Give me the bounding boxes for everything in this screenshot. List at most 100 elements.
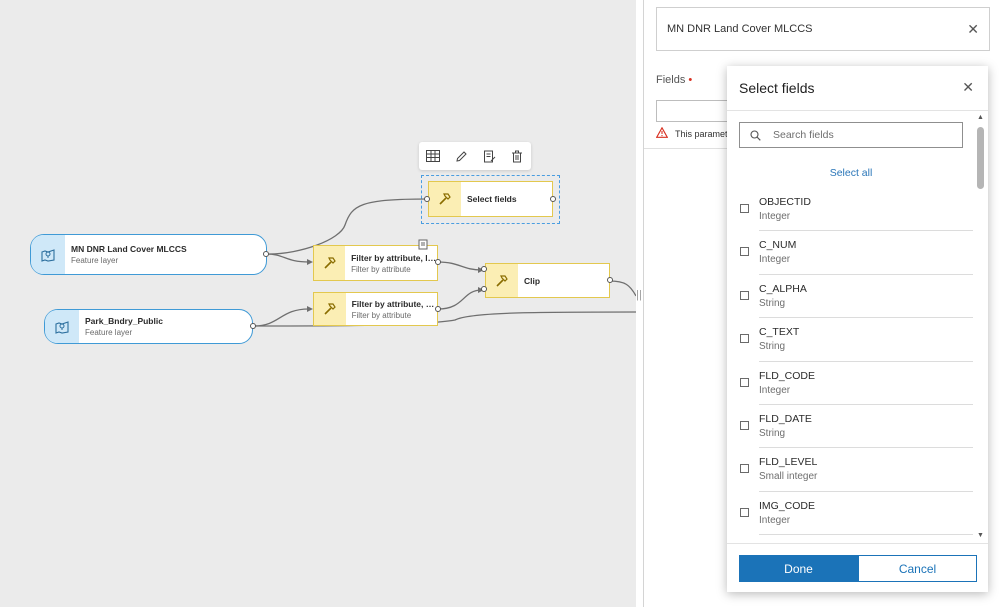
field-item[interactable]: C_ALPHA String — [727, 275, 977, 319]
field-item[interactable]: IMG_CODE Integer — [727, 492, 977, 536]
field-name: OBJECTID — [759, 196, 811, 208]
output-port[interactable] — [263, 251, 269, 257]
field-type: String — [759, 341, 786, 353]
field-name: FLD_CODE — [759, 369, 816, 382]
node-title: Clip — [524, 275, 541, 286]
field-type: Integer — [759, 254, 791, 266]
node-title: Select fields — [467, 194, 517, 204]
checkbox[interactable] — [740, 290, 749, 300]
output-port[interactable] — [435, 306, 441, 312]
field-name: IMG_CODE — [759, 499, 816, 512]
hammer-icon — [486, 264, 518, 297]
field-name: C_TEXT — [759, 326, 800, 339]
divider — [759, 447, 973, 449]
hammer-icon — [314, 293, 346, 325]
node-toolbar — [419, 142, 531, 170]
notes-icon[interactable] — [478, 145, 500, 167]
input-layer-chip[interactable]: MN DNR Land Cover MLCCS ✕ — [656, 7, 990, 51]
field-type: Integer — [759, 384, 791, 396]
search-icon — [750, 129, 761, 141]
node-subtitle: Feature layer — [71, 256, 119, 265]
scrollbar[interactable]: ▲ ▼ — [976, 114, 985, 544]
checkbox[interactable] — [740, 420, 749, 430]
close-icon[interactable]: ✕ — [962, 79, 974, 95]
node-filter-by-attribute-2[interactable]: Filter by attribute, p... Filter by attr… — [313, 292, 438, 326]
popover-footer: Done Cancel — [727, 543, 988, 593]
field-type: Integer — [759, 514, 791, 526]
node-park-layer[interactable]: Park_Bndry_Public Feature layer — [44, 309, 253, 344]
field-item[interactable]: FLD_DATE String — [727, 405, 977, 449]
output-port[interactable] — [435, 259, 441, 265]
popover-header: Select fields ✕ — [727, 66, 988, 111]
node-subtitle: Filter by attribute — [351, 310, 412, 320]
table-icon[interactable] — [422, 145, 444, 167]
field-type: String — [759, 297, 786, 309]
input-port[interactable] — [424, 196, 430, 202]
divider — [644, 148, 729, 149]
done-button[interactable]: Done — [739, 555, 858, 582]
fields-label: Fields• — [656, 74, 693, 86]
fields-list: OBJECTID Integer C_NUM Integer C_ALPHA S… — [727, 188, 977, 543]
divider — [759, 230, 973, 232]
field-item[interactable]: FLD_LEVEL Small integer — [727, 448, 977, 492]
selection-outline — [421, 175, 560, 224]
divider — [759, 360, 973, 362]
node-subtitle: Filter by attribute — [351, 264, 411, 274]
output-port[interactable] — [607, 277, 613, 283]
field-name: FLD_LEVEL — [759, 456, 818, 469]
checkbox[interactable] — [740, 204, 749, 213]
field-name: C_NUM — [759, 239, 797, 252]
select-all-link[interactable]: Select all — [829, 167, 873, 179]
model-canvas[interactable]: MN DNR Land Cover MLCCS Feature layer Pa… — [0, 0, 636, 607]
trash-icon[interactable] — [506, 145, 528, 167]
node-filter-by-attribute-1[interactable]: Filter by attribute, la... Filter by att… — [313, 245, 438, 281]
search-input[interactable] — [771, 128, 945, 142]
validation-message: This paramet — [655, 126, 728, 140]
node-clip[interactable]: Clip — [485, 263, 610, 298]
field-item[interactable]: C_NUM Integer — [727, 231, 977, 275]
cancel-button[interactable]: Cancel — [858, 555, 977, 582]
pencil-icon[interactable] — [450, 145, 472, 167]
node-title: Filter by attribute, p... — [351, 298, 437, 309]
field-item[interactable]: FLD_CODE Integer — [727, 362, 977, 405]
field-item[interactable]: C_TEXT String — [727, 318, 977, 362]
close-icon[interactable]: ✕ — [967, 21, 979, 37]
node-title: Filter by attribute, la... — [351, 252, 437, 263]
field-name: FLD_DATE — [759, 412, 812, 425]
divider — [759, 317, 973, 319]
node-select-fields[interactable]: Select fields — [428, 181, 553, 217]
scrollbar-thumb[interactable] — [977, 127, 984, 189]
input-port[interactable] — [481, 286, 487, 292]
checkbox[interactable] — [740, 507, 749, 517]
hammer-icon — [314, 246, 346, 280]
search-box[interactable] — [739, 122, 963, 148]
checkbox[interactable] — [740, 247, 749, 257]
node-title: MN DNR Land Cover MLCCS — [71, 244, 187, 254]
panel-resize-handle[interactable]: || — [636, 289, 642, 301]
field-item[interactable]: OBJECTID Integer — [727, 188, 977, 232]
warning-text: This paramet — [675, 128, 728, 139]
checkbox[interactable] — [740, 377, 749, 387]
field-type: Small integer — [759, 471, 818, 483]
input-port[interactable] — [481, 266, 487, 272]
hammer-icon — [429, 182, 461, 216]
output-port[interactable] — [550, 196, 556, 202]
node-mn-dnr-layer[interactable]: MN DNR Land Cover MLCCS Feature layer — [30, 234, 267, 275]
node-subtitle: Feature layer — [85, 328, 133, 337]
note-icon[interactable] — [417, 238, 429, 250]
output-port[interactable] — [250, 323, 256, 329]
checkbox[interactable] — [740, 334, 749, 344]
required-indicator: • — [688, 74, 693, 86]
popover-title: Select fields — [739, 80, 815, 96]
scroll-up-arrow-icon[interactable]: ▲ — [977, 114, 984, 121]
divider — [759, 490, 973, 492]
divider — [759, 273, 973, 275]
warning-icon — [655, 126, 669, 140]
scroll-down-arrow-icon[interactable]: ▼ — [977, 532, 984, 539]
field-type: String — [759, 427, 786, 439]
checkbox[interactable] — [740, 464, 749, 474]
map-layer-icon — [45, 310, 79, 343]
select-fields-popover: Select fields ✕ Select all OBJECTID Inte… — [727, 66, 988, 592]
field-type: Integer — [759, 211, 791, 222]
input-layer-name: MN DNR Land Cover MLCCS — [667, 23, 813, 35]
